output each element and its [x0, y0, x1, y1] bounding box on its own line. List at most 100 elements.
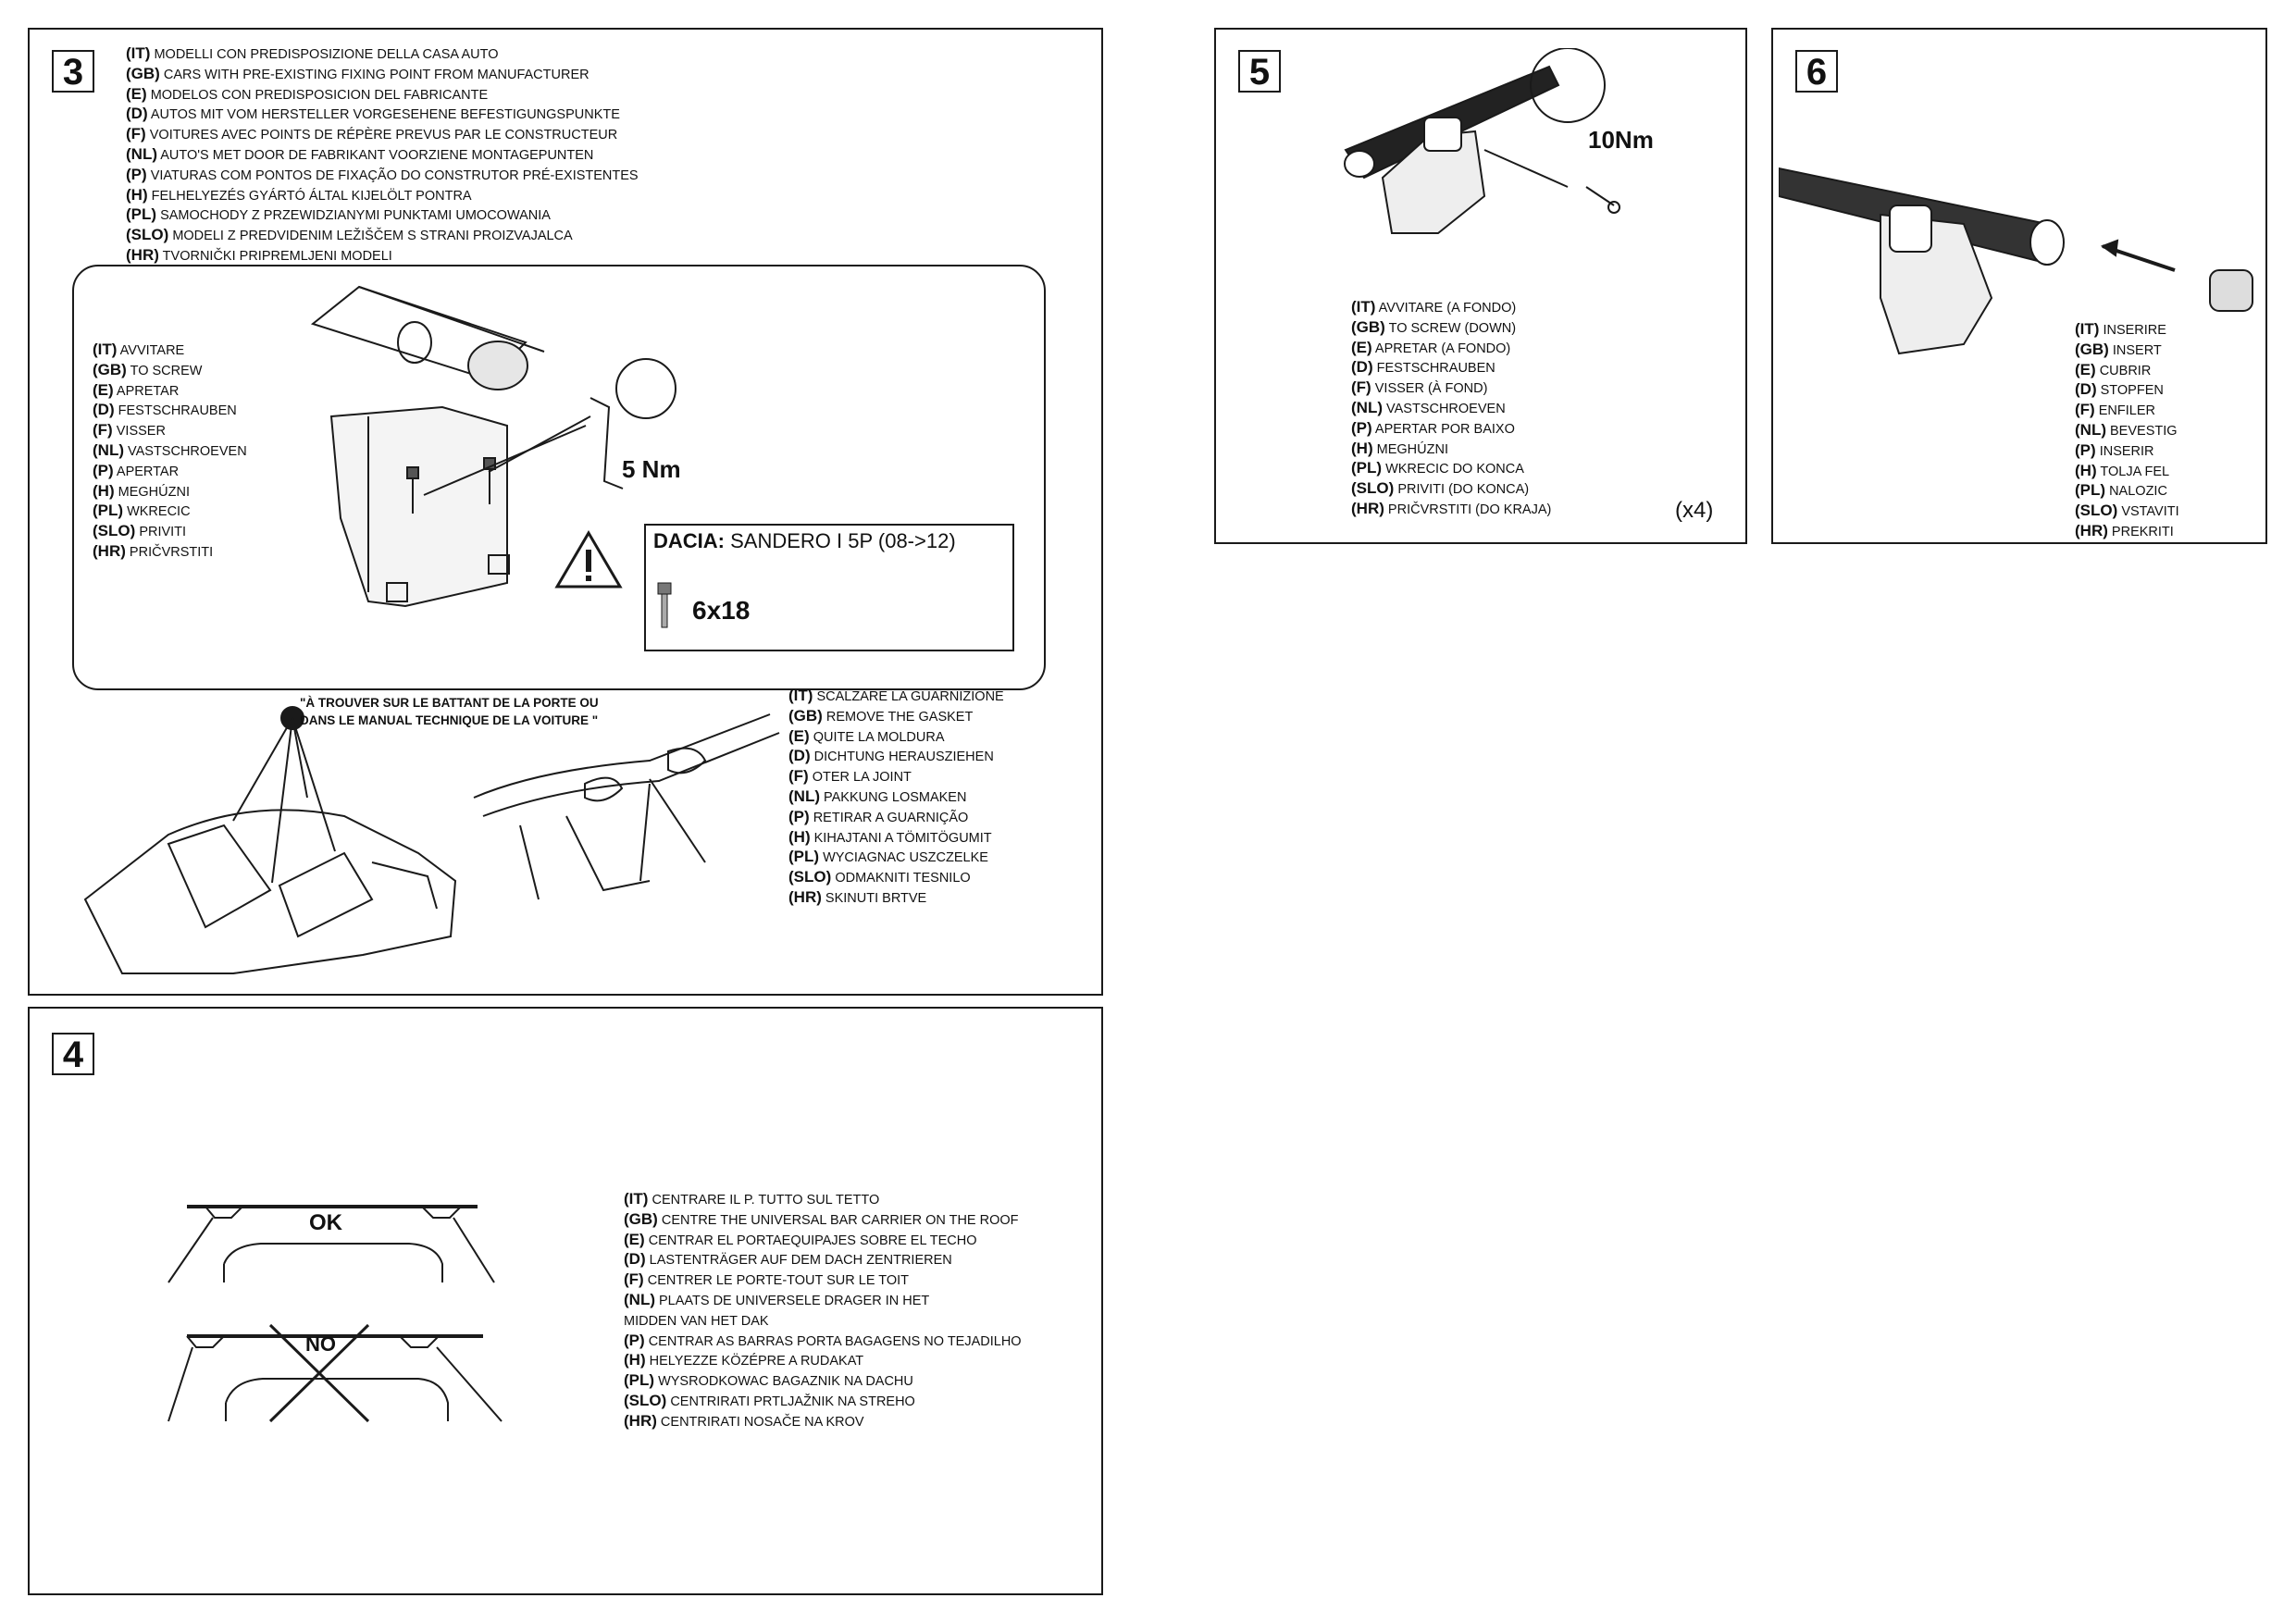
instruction-line: (SLO) MODELI Z PREDVIDENIM LEŽIŠČEM S ST… — [126, 226, 639, 246]
instruction-text: VISSER — [116, 424, 166, 440]
instruction-line: (GB) TO SCREW (DOWN) — [1351, 318, 1551, 339]
instruction-text: TO SCREW (DOWN) — [1388, 320, 1517, 336]
language-code: (P) — [788, 807, 810, 825]
vehicle-brand: DACIA: — [653, 529, 725, 552]
instruction-text: WYSRODKOWAC BAGAZNIK NA DACHU — [658, 1374, 913, 1390]
language-code: (E) — [788, 726, 810, 745]
language-code: (IT) — [624, 1190, 649, 1208]
instruction-text: MODELI Z PREDVIDENIM LEŽIŠČEM S STRANI P… — [172, 229, 573, 244]
gasket-instruction-list: (IT) SCALZARE LA GUARNIZIONE(GB) REMOVE … — [788, 687, 1004, 909]
instruction-text: MEGHÚZNI — [1376, 441, 1448, 457]
language-code: (GB) — [126, 64, 160, 82]
language-code: (IT) — [788, 687, 813, 704]
instruction-text: DICHTUNG HERAUSZIEHEN — [813, 750, 994, 765]
instruction-text: CENTRIRATI NOSAČE NA KROV — [660, 1414, 864, 1430]
language-code: (HR) — [788, 887, 822, 906]
instruction-line: (F) ENFILER — [2075, 401, 2179, 421]
instruction-line: (E) MODELOS CON PREDISPOSICION DEL FABRI… — [126, 85, 639, 105]
insert-instruction-list: (IT) INSERIRE(GB) INSERT(E) CUBRIR(D) ST… — [2075, 320, 2179, 542]
language-code: (SLO) — [788, 868, 832, 886]
detail-frame — [72, 265, 1046, 690]
instruction-line: MIDDEN VAN HET DAK — [624, 1311, 1022, 1332]
instruction-text: VASTSCHROEVEN — [128, 443, 247, 459]
instruction-text: QUITE LA MOLDURA — [813, 729, 945, 745]
language-code: (P) — [624, 1331, 645, 1349]
instruction-line: (IT) CENTRARE IL P. TUTTO SUL TETTO — [624, 1190, 1022, 1210]
language-code: (NL) — [2075, 420, 2106, 439]
instruction-line: (NL) PAKKUNG LOSMAKEN — [788, 787, 1004, 808]
instruction-line: (PL) WKRECIC — [93, 502, 247, 522]
language-code: (IT) — [126, 44, 151, 62]
instruction-text: TO SCREW — [130, 363, 203, 378]
instruction-line: (P) APERTAR — [93, 462, 247, 482]
language-code: (H) — [126, 185, 148, 204]
instruction-line: (F) VOITURES AVEC POINTS DE RÉPÈRE PREVU… — [126, 125, 639, 145]
instruction-text: REMOVE THE GASKET — [825, 709, 974, 725]
instruction-text: ENFILER — [2098, 403, 2155, 419]
instruction-line: (D) DICHTUNG HERAUSZIEHEN — [788, 747, 1004, 767]
instruction-line: (IT) INSERIRE — [2075, 320, 2179, 341]
language-code: (HR) — [93, 541, 126, 560]
instruction-line: (IT) MODELLI CON PREDISPOSIZIONE DELLA C… — [126, 44, 639, 65]
instruction-text: SKINUTI BRTVE — [825, 890, 927, 906]
instruction-text: MODELLI CON PREDISPOSIZIONE DELLA CASA A… — [154, 47, 499, 62]
language-code: (HR) — [126, 245, 159, 264]
instruction-text: KIHAJTANI A TÖMITÖGUMIT — [813, 830, 992, 846]
language-code: (GB) — [93, 360, 127, 378]
instruction-text: AVVITARE (A FONDO) — [1378, 301, 1517, 316]
instruction-line: (P) CENTRAR AS BARRAS PORTA BAGAGENS NO … — [624, 1332, 1022, 1352]
step-number: 6 — [1795, 50, 1838, 93]
count-label: (x4) — [1675, 498, 1714, 523]
instruction-line: (PL) SAMOCHODY Z PRZEWIDZIANYMI PUNKTAMI… — [126, 205, 639, 226]
instruction-line: (E) APRETAR (A FONDO) — [1351, 339, 1551, 359]
instruction-text: VASTSCHROEVEN — [1386, 401, 1506, 416]
instruction-line: (H) TOLJA FEL — [2075, 462, 2179, 482]
language-code: (HR) — [1351, 499, 1384, 517]
language-code: (H) — [788, 827, 811, 846]
instruction-text: PRIVITI — [139, 525, 187, 540]
language-code: (NL) — [624, 1290, 655, 1308]
language-code: (H) — [1351, 439, 1373, 457]
instruction-text: VIATURAS COM PONTOS DE FIXAÇÃO DO CONSTR… — [150, 167, 639, 183]
instruction-text: APERTAR — [116, 464, 180, 479]
no-roof-diagram — [168, 1323, 503, 1423]
instruction-line: (E) APRETAR — [93, 381, 247, 402]
instruction-text: CENTRIRATI PRTLJAŽNIK NA STREHO — [670, 1394, 915, 1409]
instruction-text: FELHELYEZÉS GYÁRTÓ ÁLTAL KIJELÖLT PONTRA — [151, 188, 472, 204]
instruction-line: (SLO) PRIVITI (DO KONCA) — [1351, 479, 1551, 500]
step-5-panel: 5 10Nm (IT) AVVITARE (A FONDO)(GB) TO SC… — [1214, 28, 1747, 544]
language-code: (D) — [126, 105, 148, 123]
instruction-line: (GB) TO SCREW — [93, 361, 247, 381]
instruction-text: AVVITARE — [119, 343, 185, 358]
language-code: (PL) — [2075, 481, 2106, 500]
gasket-illustration — [473, 713, 780, 900]
language-code: (GB) — [788, 706, 823, 725]
instruction-line: (HR) CENTRIRATI NOSAČE NA KROV — [624, 1412, 1022, 1432]
instruction-text: MEGHÚZNI — [118, 484, 190, 500]
screw-down-instruction-list: (IT) AVVITARE (A FONDO)(GB) TO SCREW (DO… — [1351, 298, 1551, 520]
language-code: (SLO) — [624, 1391, 667, 1409]
language-code: (PL) — [624, 1371, 655, 1390]
language-code: (IT) — [93, 341, 118, 358]
door-note: "À TROUVER SUR LE BATTANT DE LA PORTE OU… — [300, 694, 599, 729]
instruction-text: PREKRITI — [2111, 524, 2174, 539]
warning-icon — [554, 530, 623, 588]
language-code: (NL) — [93, 440, 124, 459]
language-code: (D) — [624, 1250, 646, 1269]
language-code: (NL) — [788, 787, 820, 805]
instruction-line: (NL) VASTSCHROEVEN — [1351, 399, 1551, 419]
language-code: (IT) — [2075, 320, 2100, 338]
language-code: (H) — [93, 481, 115, 500]
instruction-text: HELYEZZE KÖZÉPRE A RUDAKAT — [649, 1354, 864, 1369]
instruction-line: (P) INSERIR — [2075, 441, 2179, 462]
bolt-size: 6x18 — [692, 596, 751, 625]
language-code: (P) — [93, 461, 114, 479]
instruction-line: (D) FESTSCHRAUBEN — [93, 401, 247, 421]
language-code: (P) — [126, 165, 147, 183]
vehicle-title: DACIA: SANDERO I 5P (08->12) — [653, 529, 956, 553]
step-3-intro-list: (IT) MODELLI CON PREDISPOSIZIONE DELLA C… — [126, 44, 639, 266]
language-code: (SLO) — [126, 226, 169, 244]
instruction-line: (P) RETIRAR A GUARNIÇÃO — [788, 808, 1004, 828]
ok-label: OK — [309, 1210, 342, 1235]
instruction-line: (H) KIHAJTANI A TÖMITÖGUMIT — [788, 828, 1004, 849]
